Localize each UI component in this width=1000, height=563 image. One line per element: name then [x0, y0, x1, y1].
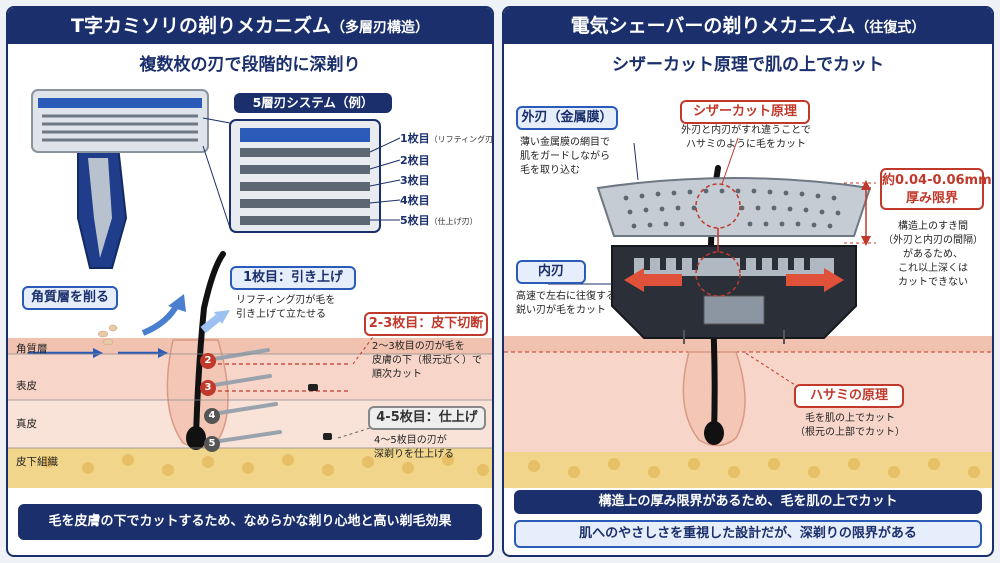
razor-panel-title: T字カミソリの剃りメカニズム（多層刃構造）	[8, 8, 492, 44]
blade-label-5: 5枚目（仕上げ刃）	[400, 212, 478, 228]
scissor-note: 外刃と内刃がすれ違うことでハサミのように毛をカット	[676, 124, 816, 152]
layer-label-subcutaneous: 皮下組織	[16, 454, 58, 469]
finish-callout: 4-5枚目：仕上げ	[368, 406, 486, 430]
stratum-callout: 角質層を削る	[22, 286, 118, 310]
blade-label-3: 3枚目	[400, 172, 430, 188]
inner-blade-note: 高速で左右に往復する鋭い刃が毛をカット	[516, 290, 616, 318]
marker-5: 5	[204, 436, 220, 452]
blade-label-4: 4枚目	[400, 192, 430, 208]
marker-4: 4	[204, 408, 220, 424]
inner-blade-callout: 内刃	[516, 260, 586, 284]
skin-layer	[504, 352, 994, 452]
shaver-panel-title: 電気シェーバーの剃りメカニズム（往復式）	[504, 8, 992, 44]
scissors-principle-note: 毛を肌の上でカット（根元の上部でカット）	[780, 412, 920, 440]
hair-bulb	[704, 421, 724, 445]
hair-bulb	[186, 426, 206, 450]
layer-label-stratum: 角質層	[16, 341, 48, 356]
outer-blade-callout: 外刃（金属膜）	[516, 106, 618, 130]
marker-3: 3	[200, 380, 216, 396]
shaver-footer-secondary: 肌へのやさしさを重視した設計だが、深剃りの限界がある	[514, 520, 982, 548]
drive-mechanism	[704, 296, 764, 324]
razor-footer: 毛を皮膚の下でカットするため、なめらかな剃り心地と高い剃毛効果	[18, 504, 482, 540]
scissors-principle-callout: ハサミの原理	[794, 384, 904, 408]
lift-callout: 1枚目：引き上げ	[230, 266, 356, 290]
layer-label-epidermis: 表皮	[16, 378, 37, 393]
outer-blade-note: 薄い金属膜の網目で肌をガードしながら毛を取り込む	[520, 136, 610, 178]
hair-bit	[308, 384, 318, 391]
finish-note: 4～5枚目の刃が深剃りを仕上げる	[374, 434, 454, 462]
blade-label-1: 1枚目（リフティング刃）	[400, 130, 494, 146]
razor-panel: T字カミソリの剃りメカニズム（多層刃構造） 複数枚の刃で段階的に深剃り	[6, 6, 494, 557]
scissor-callout: シザーカット原理	[680, 100, 810, 124]
cut-note: 2～3枚目の刃が毛を皮膚の下（根元近く）で順次カット	[372, 340, 482, 382]
lubricating-strip	[38, 98, 202, 108]
marker-2: 2	[200, 353, 216, 369]
lift-note: リフティング刃が毛を引き上げて立たせる	[236, 294, 335, 322]
hair-bit	[323, 433, 332, 440]
system-label: 5層刃システム（例）	[234, 93, 392, 113]
shaver-footer-primary: 構造上の厚み限界があるため、毛を肌の上でカット	[514, 490, 982, 514]
cut-callout: 2-3枚目：皮下切断	[364, 312, 488, 336]
gap-note: 構造上のすき間（外刃と内刃の間隔）があるため、これ以上深くはカットできない	[878, 220, 988, 290]
shaver-panel: 電気シェーバーの剃りメカニズム（往復式） シザーカット原理で肌の上でカット	[502, 6, 994, 557]
blade-label-2: 2枚目	[400, 152, 430, 168]
zoom-strip	[240, 128, 370, 142]
layer-label-dermis: 真皮	[16, 416, 37, 431]
